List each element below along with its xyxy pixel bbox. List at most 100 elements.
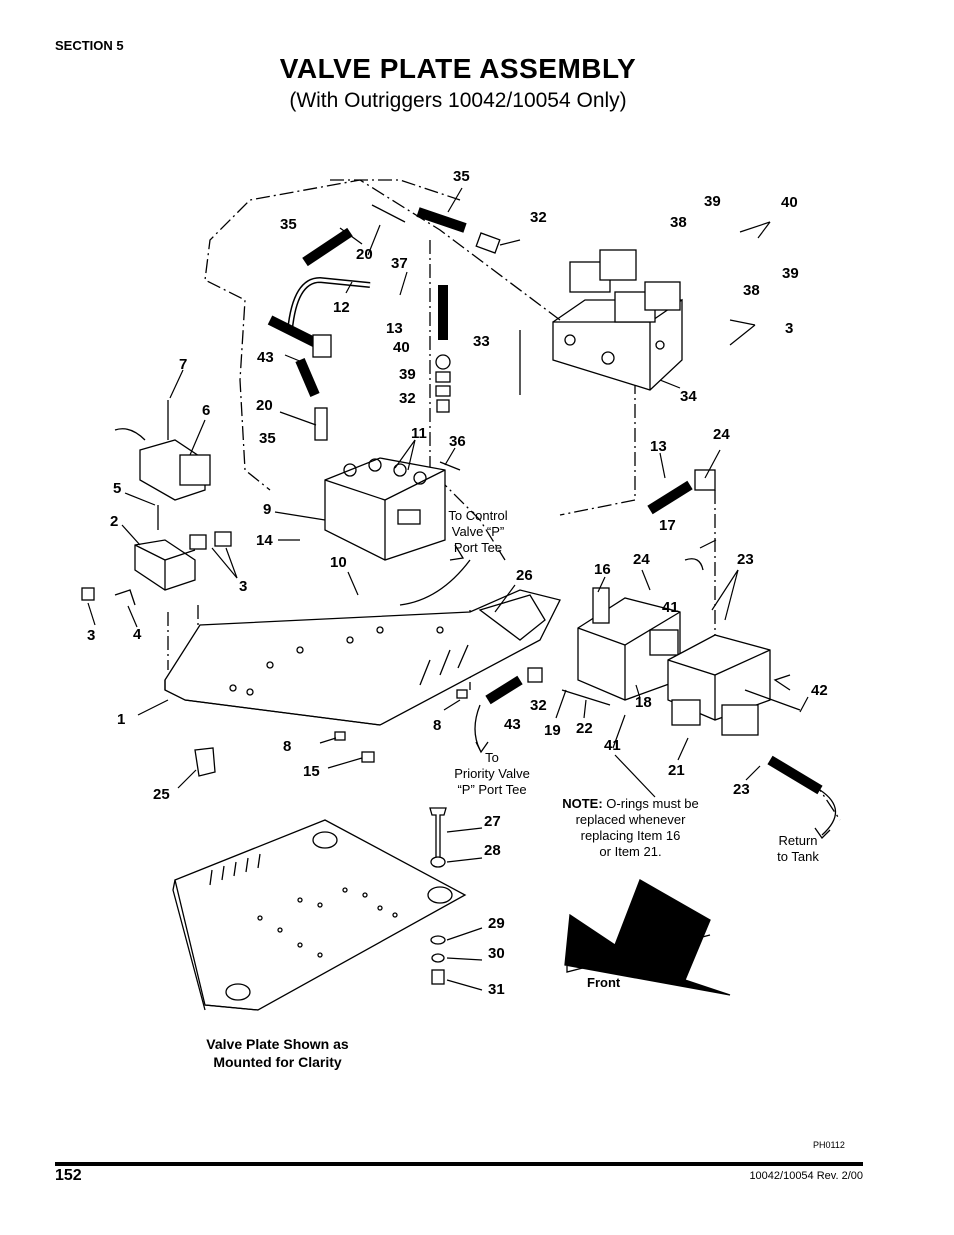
callout: 12: [333, 299, 350, 316]
valve-plate-1: [164, 589, 561, 726]
annotation-line: replacing Item 16: [580, 828, 681, 843]
to-priority-valve-note: To Priority Valve “P” Port Tee: [442, 750, 542, 798]
annotation-line: or Item 21.: [599, 844, 662, 859]
callout: 33: [473, 333, 490, 350]
annotation-line: Valve “P”: [451, 524, 505, 539]
figure-id: PH0112: [813, 1140, 845, 1150]
callout: 3: [785, 320, 793, 337]
callout: 5: [113, 480, 121, 497]
callout: 3: [239, 578, 247, 595]
callout: 41: [662, 599, 679, 616]
note-first-line: NOTE: O-rings must be: [548, 796, 713, 812]
callout: 3: [87, 627, 95, 644]
callout: 32: [399, 390, 416, 407]
callout: 38: [670, 214, 687, 231]
callout: 13: [386, 320, 403, 337]
callout: 39: [704, 193, 721, 210]
callout: 42: [811, 682, 828, 699]
caption-line: Valve Plate Shown as: [206, 1036, 349, 1052]
callout: 23: [733, 781, 750, 798]
annotation-line: replaced whenever: [575, 812, 686, 827]
callout: 20: [256, 397, 273, 414]
callout: 17: [659, 517, 676, 534]
callout: 24: [713, 426, 730, 443]
to-control-valve-note: To Control Valve “P” Port Tee: [438, 508, 518, 556]
front-label: Front: [587, 975, 621, 990]
callout: 30: [488, 945, 505, 962]
callout: 20: [356, 246, 373, 263]
callout: 28: [484, 842, 501, 859]
callout: 40: [781, 194, 798, 211]
revision-label: 10042/10054 Rev. 2/00: [749, 1170, 863, 1182]
callout: 39: [399, 366, 416, 383]
callout: 35: [259, 430, 276, 447]
annotation-line: “P” Port Tee: [457, 782, 527, 797]
callout: 10: [330, 554, 347, 571]
footer-rule: [55, 1162, 863, 1166]
callout: 43: [504, 716, 521, 733]
mounted-plate-view: [172, 807, 467, 1011]
directional-valve-9: [324, 457, 461, 561]
callout: 32: [530, 209, 547, 226]
callout: 43: [257, 349, 274, 366]
page-subtitle: (With Outriggers 10042/10054 Only): [289, 89, 627, 112]
annotation-line: Priority Valve: [454, 766, 530, 781]
callout: 14: [256, 532, 273, 549]
callout: 1: [117, 711, 125, 728]
annotation-line: O-rings must be: [606, 796, 699, 811]
callout: 26: [516, 567, 533, 584]
callout: 4: [133, 626, 142, 643]
callout: 8: [433, 717, 441, 734]
callout: 21: [668, 762, 685, 779]
callout: 16: [594, 561, 611, 578]
callout: 41: [604, 737, 621, 754]
callout: 2: [110, 513, 118, 530]
callout: 22: [576, 720, 593, 737]
annotation-line: Return: [778, 833, 818, 848]
solenoid-valve-6: [81, 400, 232, 606]
annotation-line: To Control: [448, 508, 508, 523]
callout: 9: [263, 501, 271, 518]
annotation-line: to Tank: [777, 849, 819, 864]
callout: 35: [453, 168, 470, 185]
callout: 8: [283, 738, 291, 755]
callout: 38: [743, 282, 760, 299]
callout: 39: [782, 265, 799, 282]
section-label: SECTION 5: [55, 38, 124, 53]
callout-numbers: 35 35 20 32 37 12 13 43 40 39 32 33 38 3…: [87, 168, 828, 998]
callout: 29: [488, 915, 505, 932]
callout: 7: [179, 356, 187, 373]
callout-leaders: [87, 187, 809, 991]
callout: 23: [737, 551, 754, 568]
callout: 40: [393, 339, 410, 356]
callout: 37: [391, 255, 408, 272]
solenoid-valve-block-34: [552, 249, 683, 391]
callout: 15: [303, 763, 320, 780]
callout: 24: [633, 551, 650, 568]
callout: 31: [488, 981, 505, 998]
callout: 27: [484, 813, 501, 830]
callout: 25: [153, 786, 170, 803]
return-to-tank-note: Return to Tank: [762, 833, 834, 865]
plate-caption: Valve Plate Shown as Mounted for Clarity: [190, 1035, 365, 1071]
o-ring-note: NOTE: O-rings must be replaced whenever …: [548, 796, 713, 860]
hose-43: [267, 315, 332, 441]
valve-block-21: [667, 634, 801, 736]
callout: 32: [530, 697, 547, 714]
hose-13-stack: [435, 285, 521, 413]
callout: 35: [280, 216, 297, 233]
callout: 11: [411, 425, 427, 442]
to-control-arrow: [399, 559, 471, 606]
page-title: VALVE PLATE ASSEMBLY: [279, 53, 637, 84]
callout: 34: [680, 388, 697, 405]
front-arrow: [564, 879, 731, 996]
callout: 36: [449, 433, 466, 450]
callout: 19: [544, 722, 561, 739]
note-label: NOTE:: [562, 796, 603, 811]
hose-35-upper: [302, 204, 501, 267]
callout: 13: [650, 438, 667, 455]
annotation-line: Port Tee: [453, 540, 503, 555]
callout: 18: [635, 694, 652, 711]
annotation-line: To: [485, 750, 499, 765]
